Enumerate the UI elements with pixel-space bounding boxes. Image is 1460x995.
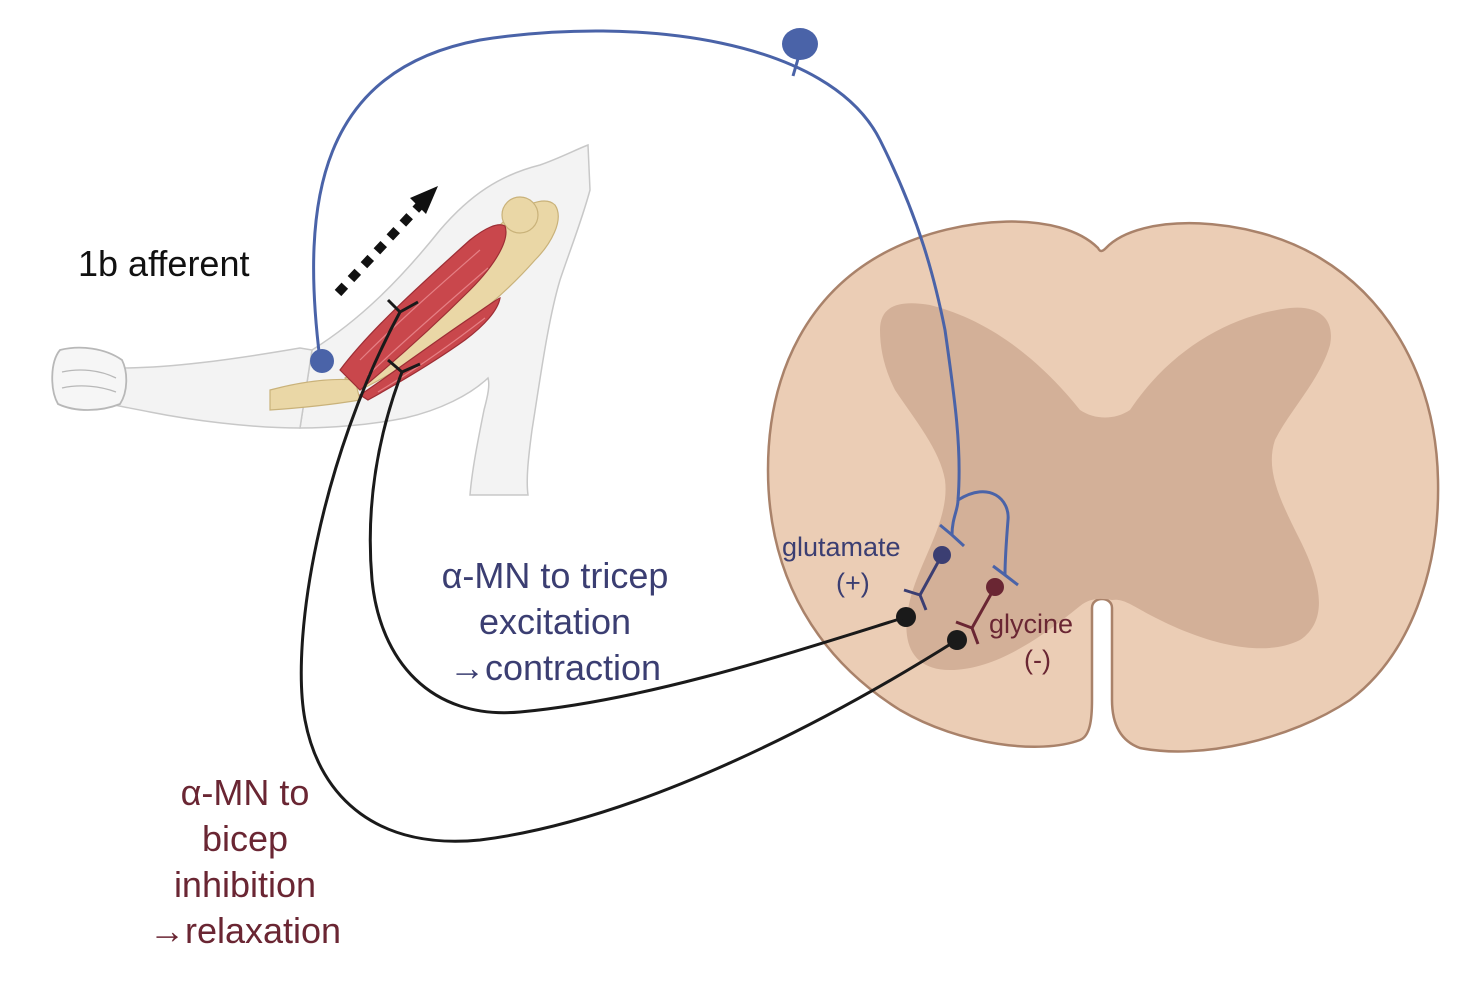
tricep-label-line2: excitation — [478, 601, 632, 642]
bicep-label-line1: α-MN to — [180, 772, 310, 813]
dorsal-root-ganglion — [782, 28, 818, 60]
bicep-label-line3: inhibition — [173, 864, 317, 905]
spinal-cord — [766, 220, 1440, 753]
afferent-receptor — [310, 349, 334, 373]
triceps-muscle — [358, 297, 501, 401]
afferent-label: 1b afferent — [78, 243, 250, 284]
glutamate-interneuron — [903, 546, 951, 611]
glutamate-label: glutamate — [782, 532, 901, 562]
tricep-label-line1: α-MN to tricep — [441, 555, 669, 596]
bicep-label: α-MN to bicep inhibition →relaxation — [110, 770, 380, 954]
tricep-label: α-MN to tricep excitation →contraction — [405, 553, 705, 691]
glycine-label: glycine — [989, 609, 1074, 639]
bicep-label-line2: bicep — [201, 818, 289, 859]
stretch-arrow — [334, 186, 438, 297]
tricep-label-line3: →contraction — [448, 647, 662, 688]
afferent-neuron — [310, 28, 1019, 587]
bicep-label-line4: →relaxation — [148, 910, 342, 951]
bicep-motor-neuron — [299, 298, 967, 843]
fist — [51, 346, 128, 411]
arm-illustration — [51, 143, 591, 496]
glycine-sign-label: (-) — [1024, 645, 1051, 675]
glycine-interneuron — [955, 578, 1004, 645]
forearm — [109, 347, 313, 429]
tricep-motor-neuron — [368, 358, 916, 715]
glutamate-sign-label: (+) — [836, 568, 870, 598]
